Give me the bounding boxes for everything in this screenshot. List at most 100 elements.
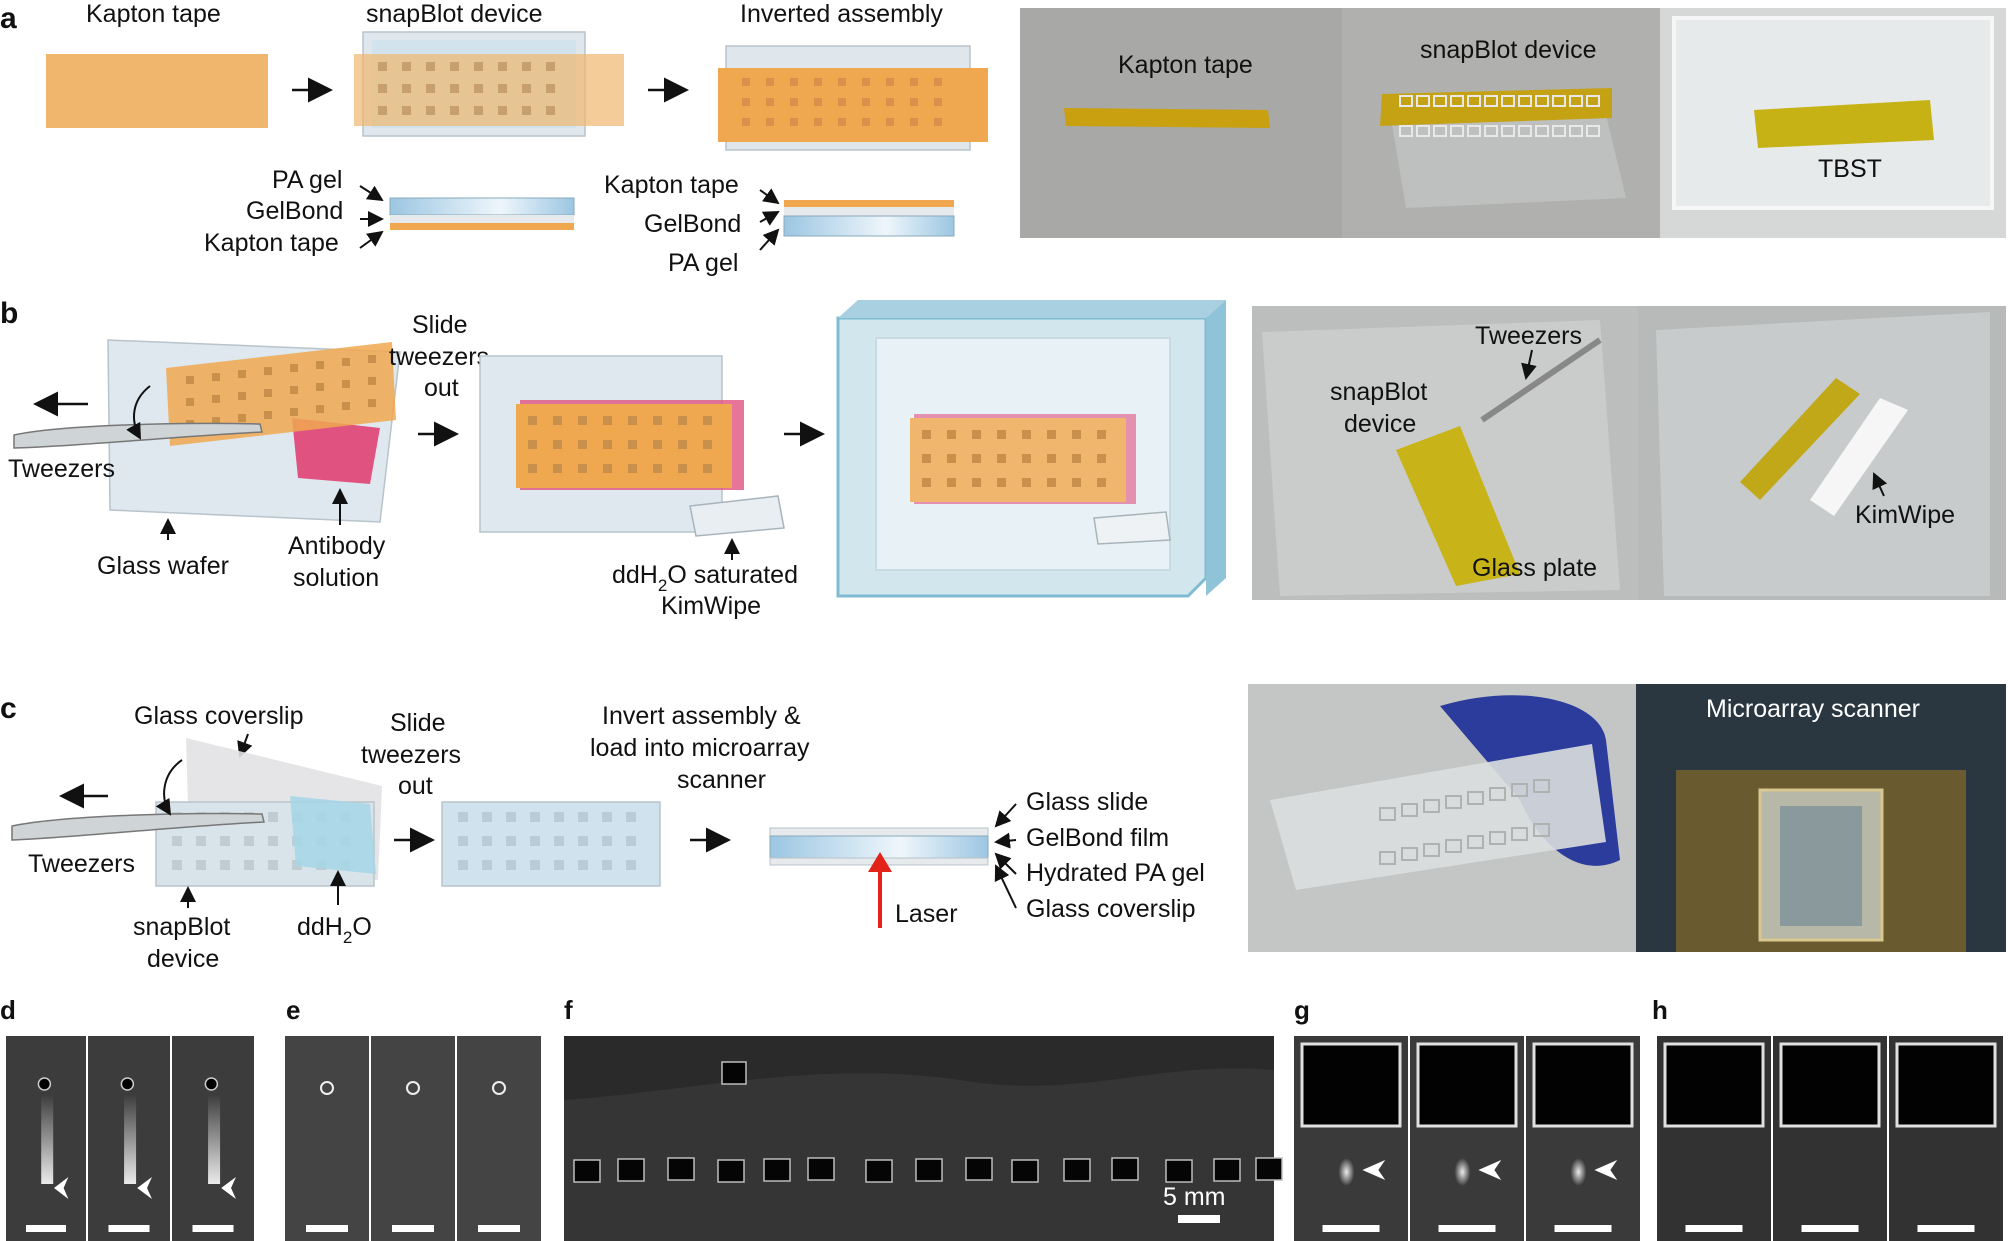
well xyxy=(578,440,587,449)
well xyxy=(922,430,931,439)
well xyxy=(626,812,636,822)
panel-g: g xyxy=(1294,995,1640,1241)
well-square xyxy=(807,1157,835,1181)
scale-bar xyxy=(1685,1225,1743,1232)
well xyxy=(290,364,298,372)
well xyxy=(1433,125,1447,137)
scale-bar xyxy=(26,1225,66,1232)
well xyxy=(1450,125,1464,137)
well-square xyxy=(667,1157,695,1181)
photo-hand-holding-slide xyxy=(1248,684,1636,952)
well xyxy=(1416,95,1430,107)
well xyxy=(554,860,564,870)
well-hole xyxy=(204,1077,219,1091)
well xyxy=(1467,791,1484,805)
well xyxy=(603,416,612,425)
well xyxy=(172,836,182,846)
well-square xyxy=(1300,1042,1402,1128)
label-kapton-tape: Kapton tape xyxy=(86,0,221,28)
well-square xyxy=(1779,1042,1881,1128)
well-square xyxy=(915,1158,943,1182)
well xyxy=(342,402,350,410)
well xyxy=(1552,95,1566,107)
well xyxy=(244,860,254,870)
well xyxy=(997,454,1006,463)
well xyxy=(458,860,468,870)
well-square xyxy=(1165,1159,1193,1183)
well xyxy=(626,860,636,870)
well xyxy=(1097,478,1106,487)
label-kimwipe-b: KimWipe xyxy=(661,592,761,620)
well xyxy=(626,836,636,846)
well xyxy=(1484,125,1498,137)
kimwipe-b xyxy=(689,495,785,537)
photo-label-device-1: device xyxy=(1344,410,1416,438)
well xyxy=(506,836,516,846)
well xyxy=(1511,827,1528,841)
well xyxy=(1379,807,1396,821)
well xyxy=(766,98,774,106)
well xyxy=(554,836,564,846)
well xyxy=(530,836,540,846)
layer-left-2: Kapton tape xyxy=(204,229,339,257)
well xyxy=(186,398,194,406)
well xyxy=(1467,125,1481,137)
well xyxy=(238,392,246,400)
well xyxy=(498,62,507,71)
well-square xyxy=(721,1061,747,1085)
photo-tbst: TBST xyxy=(1660,8,2006,238)
well xyxy=(578,416,587,425)
well xyxy=(838,118,846,126)
scale-bar xyxy=(108,1225,150,1232)
panel-letter-g: g xyxy=(1294,995,1310,1025)
panel-letter-h: h xyxy=(1652,995,1668,1025)
well xyxy=(1433,95,1447,107)
device-being-lowered xyxy=(166,342,396,446)
scale-bar xyxy=(192,1225,234,1232)
well-hole xyxy=(37,1077,52,1091)
well xyxy=(814,78,822,86)
well xyxy=(316,405,324,413)
well xyxy=(628,440,637,449)
well xyxy=(1416,125,1430,137)
protein-band xyxy=(124,1094,137,1184)
well-hole xyxy=(492,1081,506,1095)
well xyxy=(264,411,272,419)
well xyxy=(1401,847,1418,861)
well xyxy=(1399,125,1413,137)
well xyxy=(578,464,587,473)
well xyxy=(238,414,246,422)
well xyxy=(1552,125,1566,137)
well xyxy=(862,118,870,126)
well xyxy=(1535,95,1549,107)
well xyxy=(196,860,206,870)
well xyxy=(1097,454,1106,463)
well xyxy=(498,84,507,93)
well xyxy=(1501,125,1515,137)
layer-c-1: GelBond film xyxy=(1026,824,1169,852)
well xyxy=(450,62,459,71)
label-glass-coverslip: Glass coverslip xyxy=(134,702,304,730)
well xyxy=(1569,125,1583,137)
well xyxy=(368,377,376,385)
well xyxy=(546,84,555,93)
well xyxy=(742,98,750,106)
well-square xyxy=(1663,1042,1765,1128)
protein-band xyxy=(208,1094,221,1184)
well xyxy=(653,416,662,425)
well xyxy=(602,836,612,846)
well xyxy=(426,106,435,115)
well xyxy=(1399,95,1413,107)
well xyxy=(426,84,435,93)
well xyxy=(530,812,540,822)
well xyxy=(972,478,981,487)
well xyxy=(997,478,1006,487)
well xyxy=(1379,851,1396,865)
well xyxy=(1097,430,1106,439)
label-slide-b-0: Slide xyxy=(412,311,468,339)
photo-label-kimwipe: KimWipe xyxy=(1855,501,1955,529)
well xyxy=(1586,125,1600,137)
well xyxy=(186,376,194,384)
well-square xyxy=(1213,1158,1241,1182)
scale-bar xyxy=(1322,1225,1380,1232)
